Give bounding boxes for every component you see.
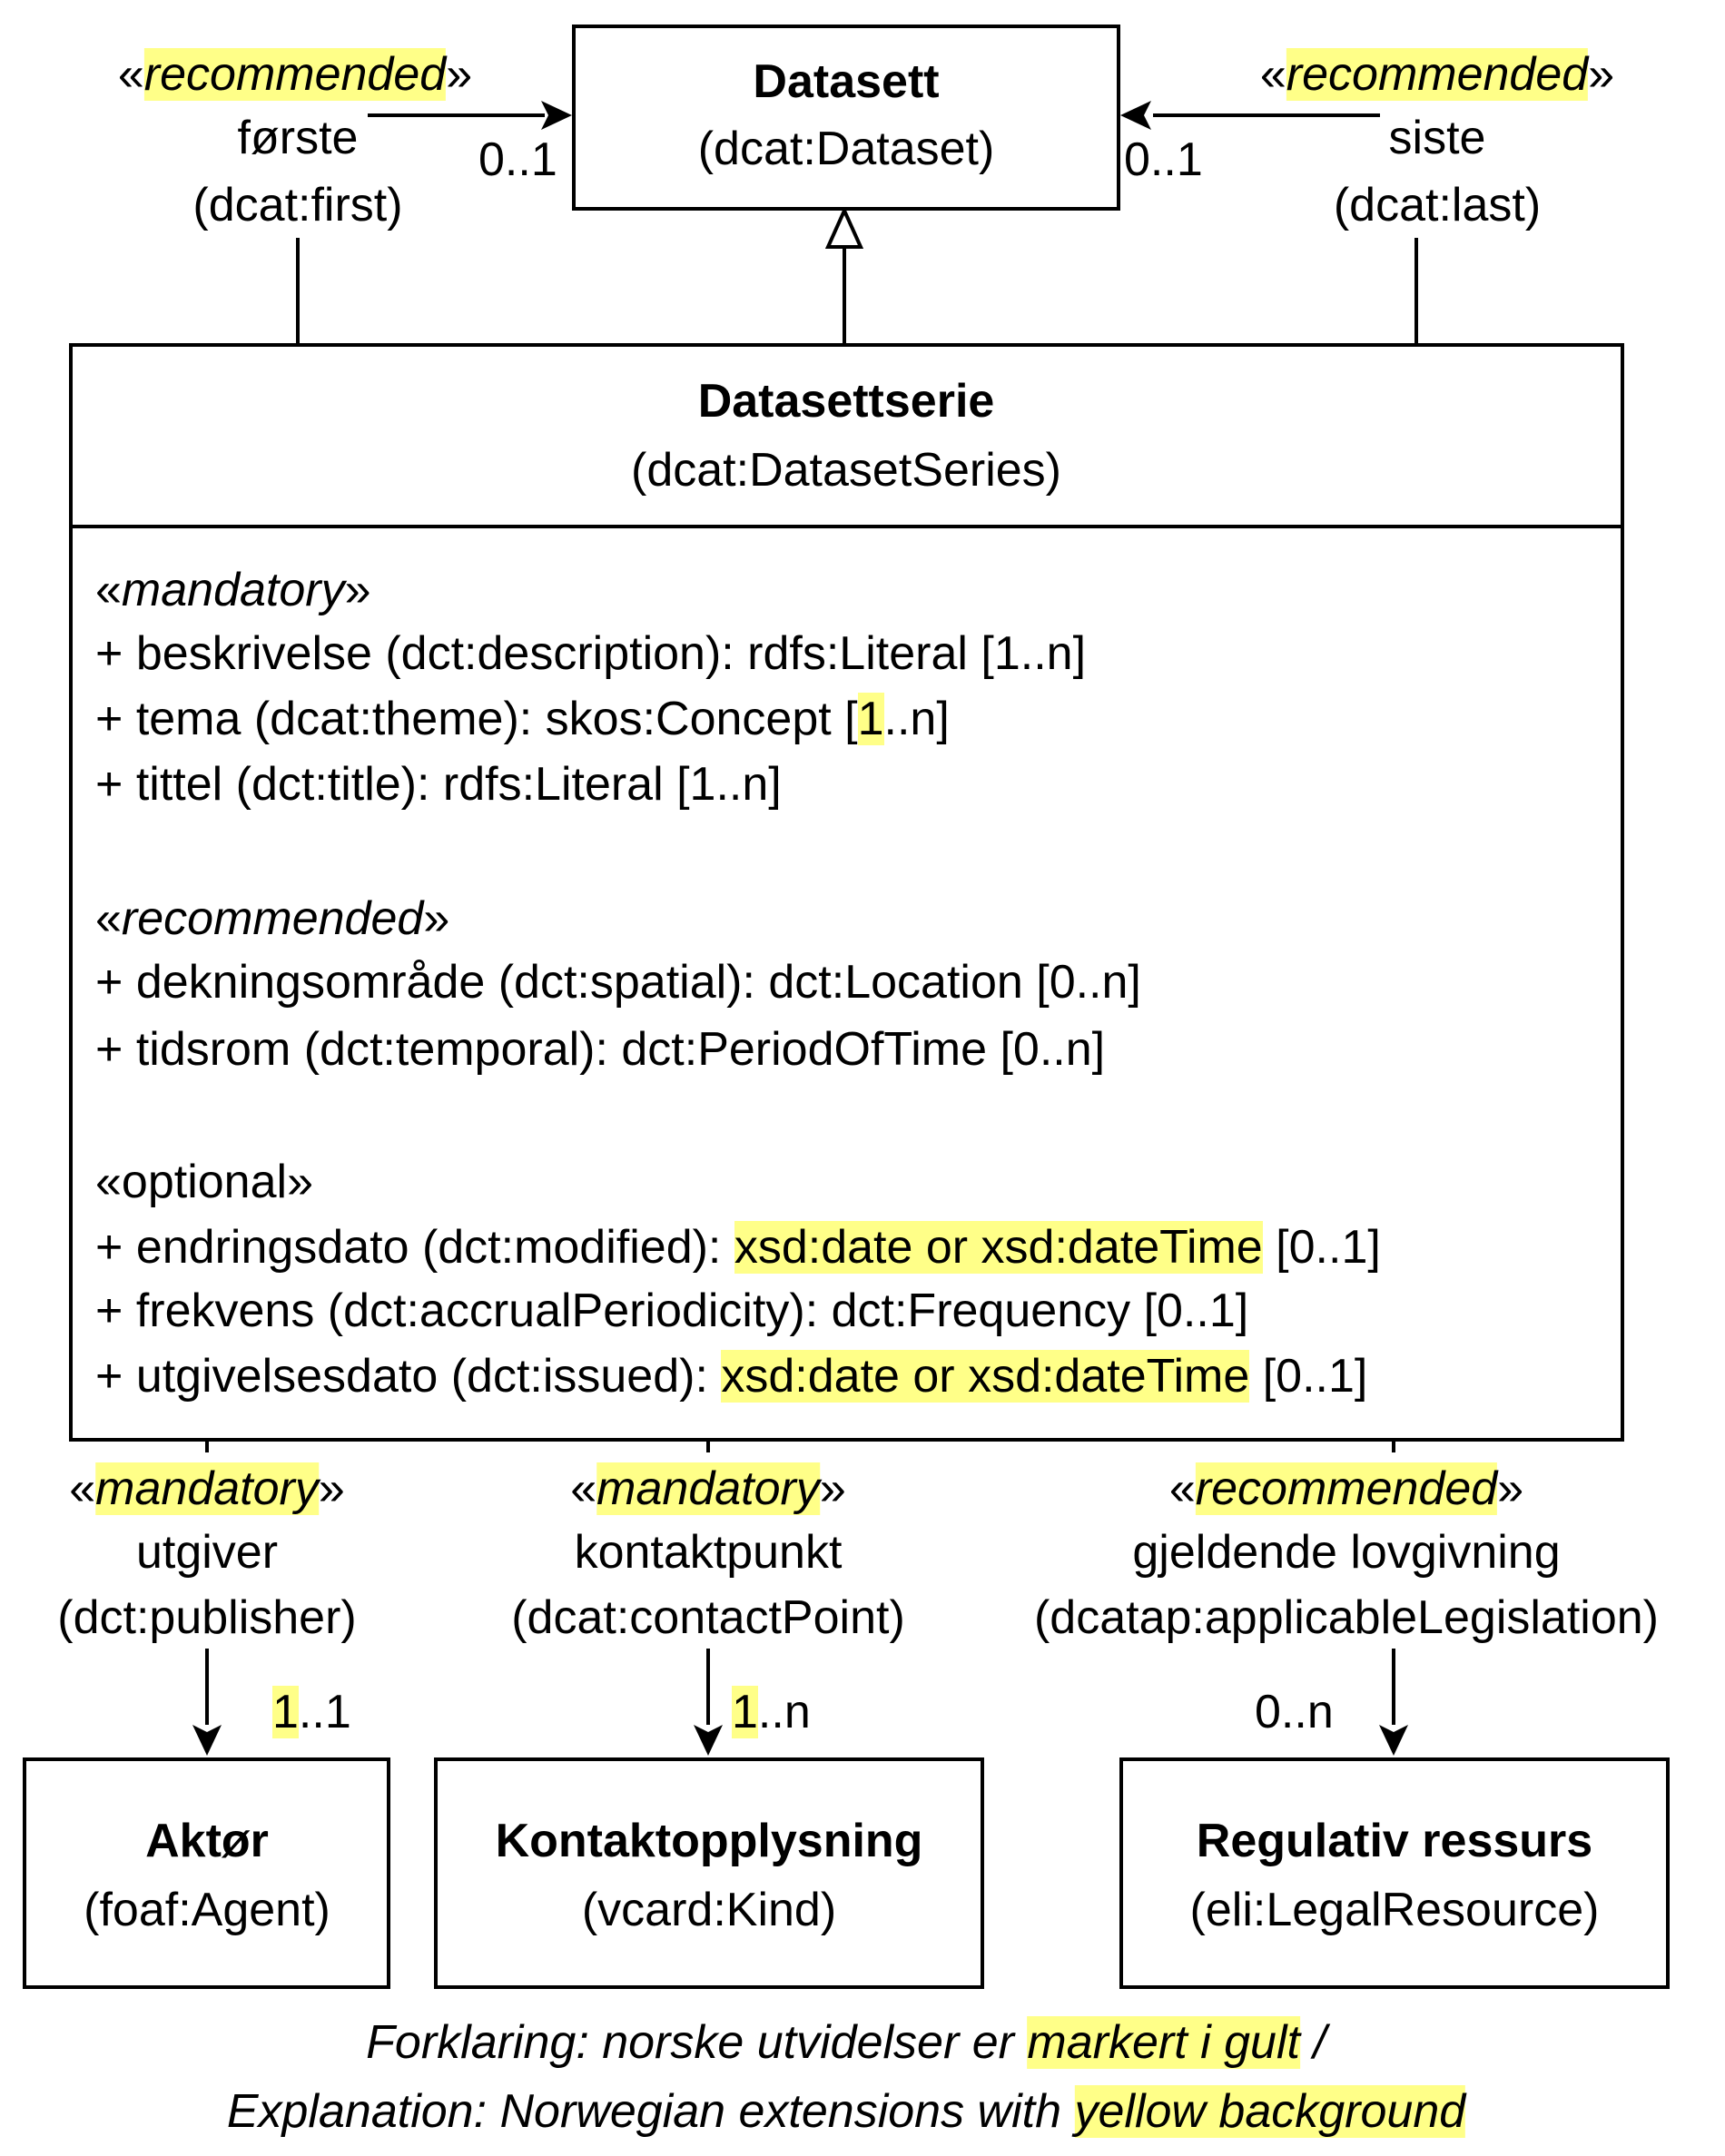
attr-dekningsomrade: + dekningsområde (dct:spatial): dct:Loca… <box>95 956 1141 1009</box>
agent-class-box <box>23 1757 390 1989</box>
legislation-arrowhead <box>1379 1725 1408 1756</box>
last-arrowhead <box>1120 101 1151 130</box>
attr-tidsrom: + tidsrom (dct:temporal): dct:PeriodOfTi… <box>95 1023 1106 1076</box>
first-uri: (dcat:first) <box>192 179 403 231</box>
attr-tittel: + tittel (dct:title): rdfs:Literal [1..n… <box>95 758 782 811</box>
attr-endringsdato: + endringsdato (dct:modified): xsd:date … <box>95 1221 1381 1274</box>
first-arrowhead <box>541 101 572 130</box>
first-role: første <box>237 112 359 164</box>
last-stereotype: «recommended» <box>1259 48 1615 101</box>
kind-class-box <box>434 1757 984 1989</box>
recommended-header: «recommended» <box>95 892 450 945</box>
legal-resource-class-box <box>1119 1757 1670 1989</box>
legal-resource-class-uri: (eli:LegalResource) <box>1189 1884 1600 1936</box>
dataset-series-class-name: Datasettserie <box>697 375 995 428</box>
first-stereotype: «recommended» <box>117 48 473 101</box>
mandatory-header: «mandatory» <box>95 564 371 616</box>
attr-utgivelsesdato: + utgivelsesdato (dct:issued): xsd:date … <box>95 1350 1368 1403</box>
last-multiplicity: 0..1 <box>1124 133 1203 186</box>
publisher-arrowhead <box>192 1725 222 1756</box>
legend-line-1: Forklaring: norske utvidelser er markert… <box>366 2016 1326 2069</box>
agent-class-name: Aktør <box>145 1815 269 1867</box>
dataset-class-name: Datasett <box>753 55 940 108</box>
contact-multiplicity: 1..n <box>732 1686 811 1738</box>
attr-frekvens: + frekvens (dct:accrualPeriodicity): dct… <box>95 1285 1249 1337</box>
contact-arrowhead <box>694 1725 723 1756</box>
agent-class-uri: (foaf:Agent) <box>84 1884 330 1936</box>
kind-class-name: Kontaktopplysning <box>495 1815 923 1867</box>
contact-uri: (dcat:contactPoint) <box>511 1591 905 1644</box>
attr-beskrivelse: + beskrivelse (dct:description): rdfs:Li… <box>95 627 1087 680</box>
last-uri: (dcat:last) <box>1333 179 1542 231</box>
last-role: siste <box>1388 112 1486 164</box>
publisher-role: utgiver <box>135 1526 279 1579</box>
legislation-role: gjeldende lovgivning <box>1132 1526 1561 1579</box>
kind-class-uri: (vcard:Kind) <box>581 1884 837 1936</box>
publisher-uri: (dct:publisher) <box>57 1591 357 1644</box>
legislation-multiplicity: 0..n <box>1255 1686 1334 1738</box>
dataset-class-uri: (dcat:Dataset) <box>697 123 995 175</box>
legislation-stereotype: «recommended» <box>1168 1462 1524 1515</box>
first-multiplicity: 0..1 <box>478 133 557 186</box>
contact-role: kontaktpunkt <box>574 1526 843 1579</box>
contact-stereotype: «mandatory» <box>570 1462 846 1515</box>
optional-header: «optional» <box>95 1156 313 1208</box>
generalization-arrowhead <box>824 206 864 249</box>
publisher-multiplicity: 1..1 <box>272 1686 351 1738</box>
legislation-uri: (dcatap:applicableLegislation) <box>1033 1591 1660 1644</box>
publisher-stereotype: «mandatory» <box>69 1462 345 1515</box>
dataset-series-divider <box>69 525 1624 528</box>
legal-resource-class-name: Regulativ ressurs <box>1196 1815 1593 1867</box>
attr-tema: + tema (dcat:theme): skos:Concept [1..n] <box>95 693 950 745</box>
dataset-series-class-uri: (dcat:DatasetSeries) <box>631 444 1061 497</box>
legend-line-2: Explanation: Norwegian extensions with y… <box>226 2085 1466 2138</box>
dataset-class-box <box>572 25 1120 211</box>
